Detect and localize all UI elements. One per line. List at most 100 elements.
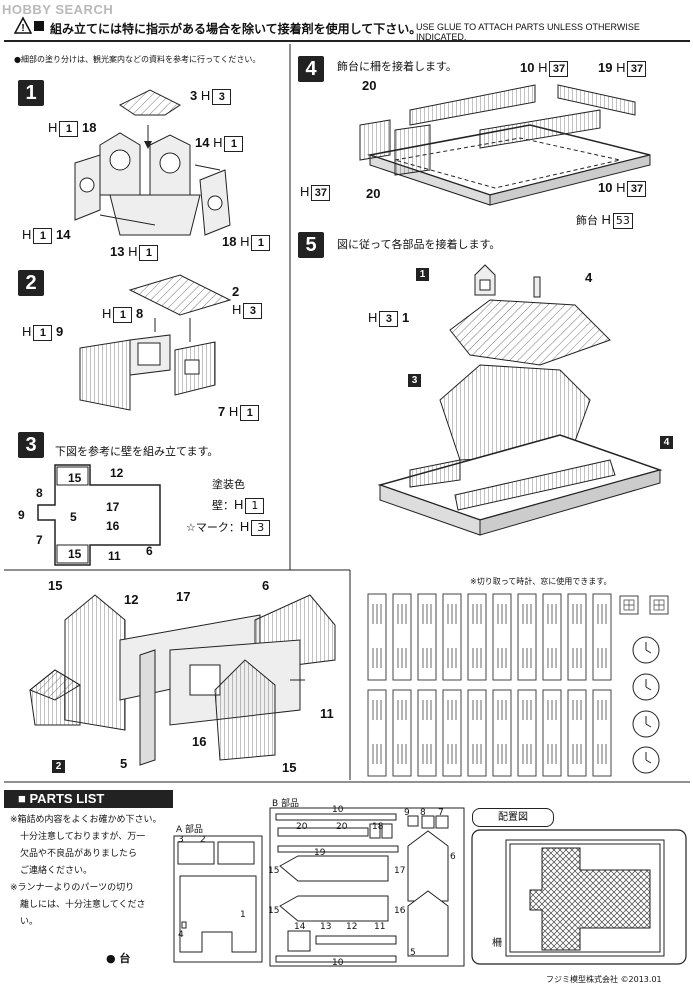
step3-n15b: 15 [68,547,82,561]
asm-n15b: 15 [282,760,297,775]
runner-b-part-9: 9 [404,808,410,818]
runner-a-label: A 部品 [176,825,204,835]
parts-notes: ※箱詰め内容をよくお確かめ下さい。 十分注意しておりますが、万一 欠品や不良品が… [10,815,162,927]
runner-a-part-4: 4 [178,930,184,940]
step5-ref-3: 3 [408,374,421,387]
step3-n8: 8 [36,486,43,500]
header-text-jp: 組み立てには特に指示がある場合を除いて接着剤を使用して下さい。 [50,22,422,36]
step5-ref-4: 4 [660,436,673,449]
runner-b-part-20a: 20 [296,822,308,832]
asm-n17: 17 [176,589,191,604]
asm-ref-2: 2 [52,760,65,773]
asm-n16: 16 [192,734,207,749]
runner-a-part-3: 3 [178,835,184,845]
step5-ref-1: 1 [416,268,429,281]
step-5-number: 5 [298,232,324,258]
runner-b-part-17: 17 [394,866,406,876]
step3-n12: 12 [110,466,124,480]
step3-n15a: 15 [68,471,82,485]
runner-b-part-13: 13 [320,922,332,932]
runner-a-part-1: 1 [240,910,246,920]
asm-n11: 11 [320,706,334,721]
step-3-number: 3 [18,432,44,458]
header: ! 組み立てには特に指示がある場合を除いて接着剤を使用して下さい。 USE GL… [4,16,690,42]
header-text-en: USE GLUE TO ATTACH PARTS UNLESS OTHERWIS… [416,22,640,42]
step5-p4: 4 [585,270,593,285]
step2-diagram [79,274,232,411]
layout-label: 配置図 [472,808,554,827]
step3-floorplan [37,464,161,566]
fence-label: 柵 [492,938,502,949]
step3-n7: 7 [36,533,43,547]
step1-diagram [74,89,231,236]
step-4-number: 4 [298,56,324,82]
runner-b-part-8: 8 [420,808,426,818]
step3-n17: 17 [106,500,120,514]
runner-b-part-10b: 10 [332,958,344,968]
step-2-number: 2 [18,270,44,296]
runner-b-part-10: 10 [332,805,344,815]
cutout-note: ※切り取って時計、窓に使用できます。 [470,577,612,586]
step5-instruction: 図に従って各部品を接着します。 [337,238,501,251]
runner-b-part-18: 18 [372,822,384,832]
step3-n16: 16 [106,519,120,533]
runner-b-label: B 部品 [272,799,300,809]
runner-b-part-15a: 15 [268,866,280,876]
asm-n12: 12 [124,592,139,607]
svg-text:!: ! [21,23,24,34]
runner-a-part-2: 2 [200,835,206,845]
step3-n11: 11 [108,549,121,563]
runner-b-part-5: 5 [410,948,416,958]
step4-diagram [359,84,651,206]
paint-title: 塗装色 [212,478,245,491]
top-note: ●細部の塗り分けは、観光案内などの資料を参考に行ってください。 [14,55,261,64]
runner-b-part-7: 7 [438,808,444,818]
layout-diagram [471,829,687,965]
step3-instruction: 下図を参考に壁を組み立てます。 [55,445,219,458]
step2-part-2: 2 [232,284,240,299]
step5-diagram [377,264,663,536]
watermark: HOBBY SEARCH [2,2,114,17]
runner-b-part-6: 6 [450,852,456,862]
runner-b-part-11: 11 [374,922,386,932]
step3-n6: 6 [146,544,153,558]
base-label: ● 台 [106,952,131,965]
asm-n5: 5 [120,756,128,771]
runner-b-part-16: 16 [394,906,406,916]
step4-p20b: 20 [366,186,381,201]
cutout-sheet [367,593,669,777]
asm-n6: 6 [262,578,270,593]
runner-b-part-20b: 20 [336,822,348,832]
runner-b-part-15b: 15 [268,906,280,916]
runner-b-part-19: 19 [314,848,326,858]
step4-p20a: 20 [362,78,377,93]
warning-icon: ! [13,16,33,34]
runner-b [269,807,465,967]
step-1-number: 1 [18,80,44,106]
assembly-diagram [29,594,336,766]
step4-instruction: 飾台に柵を接着します。 [337,60,457,73]
footer: フジミ模型株式会社 ©2013.01 [546,975,662,984]
step3-n9: 9 [18,508,25,522]
bullet-square-icon [34,21,44,31]
asm-n15: 15 [48,578,63,593]
runner-b-part-12: 12 [346,922,358,932]
step3-n5: 5 [70,510,77,524]
